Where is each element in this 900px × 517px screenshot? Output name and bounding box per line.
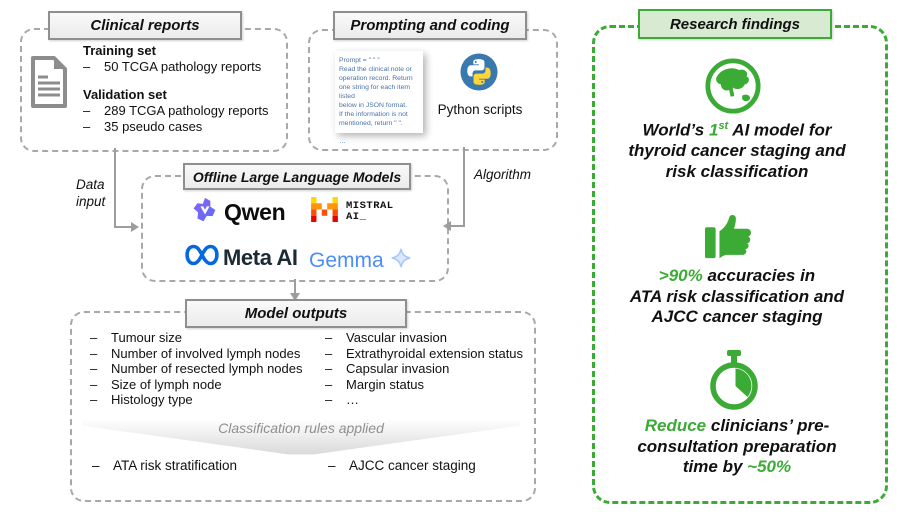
meta-infinity-icon <box>185 243 219 272</box>
model-outputs-left-list: –Tumour size–Number of involved lymph no… <box>90 330 302 408</box>
data-input-arrowhead-icon <box>131 222 139 232</box>
list-item: –289 TCGA pathology reports <box>83 103 269 119</box>
list-item: –35 pseudo cases <box>83 118 203 134</box>
meta-ai-label: Meta AI <box>223 244 298 270</box>
prompt-line: Read the clinical note or <box>339 66 412 73</box>
prompt-line: operation record. Return <box>339 75 413 82</box>
list-item: –Extrathyroidal extension status <box>325 345 524 361</box>
qwen-icon <box>192 197 218 228</box>
validation-set-label: Validation set <box>83 87 167 103</box>
qwen-logo: Qwen <box>192 197 286 228</box>
list-item: –Vascular invasion <box>325 330 447 345</box>
clinical-reports-title: Clinical reports <box>48 11 242 40</box>
model-outputs-right-list: –Vascular invasion–Extrathyroidal extens… <box>325 330 523 408</box>
prompt-line: one string for each item listed <box>339 84 411 100</box>
data-input-arrow <box>114 148 116 228</box>
prompt-line: below in JSON format. <box>339 102 407 109</box>
data-input-label: Data input <box>76 177 106 209</box>
list-item: –Number of resected lymph nodes <box>90 361 303 377</box>
prompt-line: Prompt = " " " <box>339 57 380 64</box>
gemma-sparkle-icon <box>390 247 412 274</box>
list-item: –… <box>325 392 359 408</box>
list-item: –Margin status <box>325 376 425 392</box>
qwen-label: Qwen <box>224 199 286 225</box>
list-item: –AJCC cancer staging <box>328 458 476 473</box>
list-item: –Capsular invasion <box>325 361 450 377</box>
data-input-arrow <box>114 226 133 228</box>
gemma-label: Gemma <box>309 248 384 272</box>
research-findings-panel <box>592 25 888 504</box>
llm-title: Offline Large Language Models <box>183 163 411 190</box>
prompting-coding-title: Prompting and coding <box>333 11 527 40</box>
algorithm-label: Algorithm <box>474 167 532 182</box>
mistral-logo: MISTRAL AI_ <box>311 197 394 227</box>
thumbs-up-icon <box>704 206 762 267</box>
list-item: –Histology type <box>90 392 193 408</box>
finding-time-saving: Reduce clinicians’ pre-consultation prep… <box>637 416 837 476</box>
ajcc-staging-list: –AJCC cancer staging <box>328 458 476 473</box>
python-icon <box>460 53 498 96</box>
prompt-line <box>339 128 419 137</box>
research-findings-title: Research findings <box>638 9 832 39</box>
ata-risk-list: –ATA risk stratification <box>92 458 237 473</box>
prompt-line: … <box>339 138 346 145</box>
list-item: –Tumour size <box>90 330 183 345</box>
training-set-list: –50 TCGA pathology reports <box>83 59 269 74</box>
python-scripts-label: Python scripts <box>437 102 523 117</box>
list-item: –Number of involved lymph nodes <box>90 345 301 361</box>
validation-set-list: –289 TCGA pathology reports–35 pseudo ca… <box>83 103 269 134</box>
document-icon <box>30 55 68 114</box>
prompt-snippet-card: Prompt = " " " Read the clinical note or o… <box>335 51 423 145</box>
list-item: –Size of lymph node <box>90 376 222 392</box>
prompt-line: If the information is not <box>339 111 408 118</box>
model-outputs-panel <box>70 311 536 502</box>
algorithm-arrow <box>463 147 465 227</box>
meta-ai-logo: Meta AI <box>185 243 298 272</box>
training-set-label: Training set <box>83 43 156 58</box>
algorithm-arrowhead-icon <box>443 221 451 231</box>
classification-rules-label: Classification rules applied <box>218 420 384 436</box>
algorithm-arrow <box>450 225 465 227</box>
llm-to-outputs-arrow <box>294 279 296 295</box>
model-outputs-title: Model outputs <box>185 299 407 328</box>
list-item: –ATA risk stratification <box>92 458 238 473</box>
prompt-line: mentioned, return " ". <box>339 120 403 127</box>
llm-to-outputs-arrowhead-icon <box>290 293 300 301</box>
mistral-label: MISTRAL AI_ <box>346 199 394 223</box>
globe-icon <box>704 57 762 120</box>
mistral-icon <box>311 197 338 227</box>
clinical-reports-content: Training set –50 TCGA pathology reports … <box>83 42 269 134</box>
stopwatch-icon <box>708 350 760 415</box>
gemma-logo: Gemma <box>309 247 412 274</box>
list-item: –50 TCGA pathology reports <box>83 59 262 74</box>
